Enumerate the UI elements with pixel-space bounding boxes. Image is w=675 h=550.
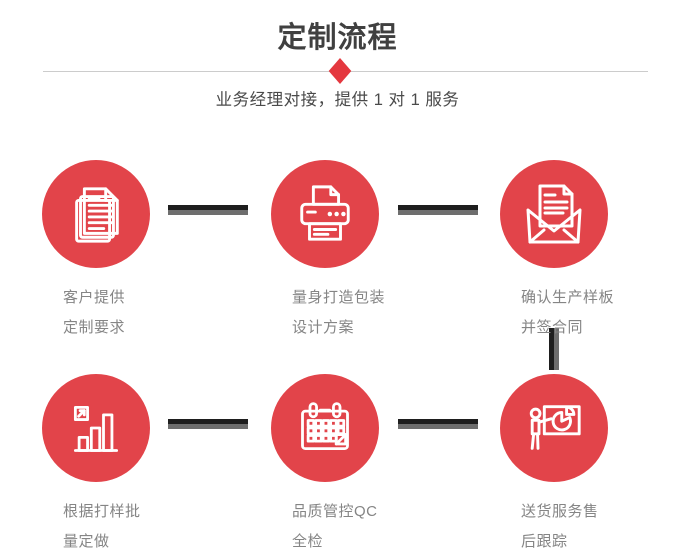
step-customer-requirements: 客户提供 定制要求 (42, 160, 222, 343)
step-delivery-aftersales: 送货服务售 后跟踪 (500, 374, 675, 550)
connector-step2-step3 (398, 205, 478, 215)
step-label: 确认生产样板 并签合同 (521, 283, 675, 343)
step-circle (500, 374, 608, 482)
bar-chart-icon (66, 398, 126, 458)
step-label-line: 品质管控QC (292, 503, 378, 520)
connector-step3-step6 (549, 328, 559, 370)
presenter-icon (523, 397, 585, 459)
step-label-line: 量定做 (63, 533, 110, 550)
connector-step5-step6 (398, 419, 478, 429)
step-label-line: 设计方案 (292, 319, 355, 336)
step-label-line: 量身打造包装 (292, 289, 386, 306)
step-label-line: 并签合同 (521, 319, 584, 336)
step-label-line: 后跟踪 (521, 533, 568, 550)
diamond-icon (328, 57, 352, 85)
step-label: 客户提供 定制要求 (63, 283, 222, 343)
step-batch-production: 根据打样批 量定做 (42, 374, 222, 550)
subtitle: 业务经理对接，提供 1 对 1 服务 (215, 91, 460, 109)
step-circle (500, 160, 608, 268)
step-label: 量身打造包装 设计方案 (292, 283, 451, 343)
step-circle (42, 160, 150, 268)
step-label-line: 根据打样批 (63, 503, 141, 520)
step-label-line: 确认生产样板 (521, 289, 615, 306)
step-packaging-design: 量身打造包装 设计方案 (271, 160, 451, 343)
envelope-icon (522, 182, 586, 246)
connector-step1-step2 (168, 205, 248, 215)
step-label: 品质管控QC 全检 (292, 497, 451, 550)
page-title: 定制流程 (277, 22, 398, 54)
calendar-icon (295, 398, 355, 458)
printer-icon (294, 183, 356, 245)
step-label-line: 客户提供 (63, 289, 126, 306)
documents-icon (65, 183, 127, 245)
step-label-line: 送货服务售 (521, 503, 599, 520)
step-circle (271, 374, 379, 482)
step-label: 根据打样批 量定做 (63, 497, 222, 550)
step-circle (42, 374, 150, 482)
step-label: 送货服务售 后跟踪 (521, 497, 675, 550)
step-label-line: 定制要求 (63, 319, 126, 336)
step-circle (271, 160, 379, 268)
step-sample-contract: 确认生产样板 并签合同 (500, 160, 675, 343)
step-label-line: 全检 (292, 533, 324, 550)
step-quality-control: 品质管控QC 全检 (271, 374, 451, 550)
connector-step4-step5 (168, 419, 248, 429)
